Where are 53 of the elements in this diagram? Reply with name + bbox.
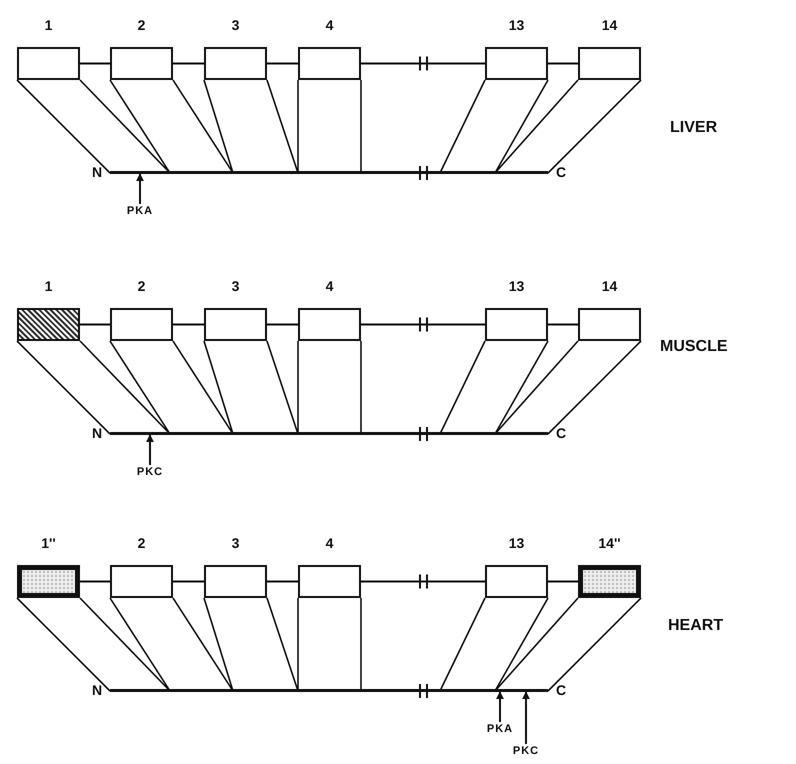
- site-arrow: [136, 173, 144, 204]
- intron-line: [267, 324, 298, 326]
- kinase-label: PKA: [486, 723, 514, 735]
- intron-line: [80, 580, 110, 582]
- exon-number: 14'': [597, 535, 622, 551]
- exon-number: 4: [324, 17, 334, 33]
- exon-number: 4: [324, 278, 334, 294]
- terminus-label: N: [92, 425, 102, 441]
- exon-number: 3: [230, 17, 240, 33]
- exon-number: 2: [136, 278, 146, 294]
- intron-line: [361, 580, 485, 582]
- exon-number: 13: [508, 535, 526, 551]
- tissue-label: LIVER: [670, 119, 718, 137]
- intron-line: [267, 580, 298, 582]
- exon-number: 1'': [40, 535, 57, 551]
- site-arrow: [496, 691, 504, 722]
- kinase-label: PKC: [512, 745, 540, 757]
- site-arrow: [522, 691, 530, 744]
- terminus-label: N: [92, 682, 102, 698]
- terminus-label: C: [556, 682, 566, 698]
- intron-line: [173, 324, 204, 326]
- exon-number: 3: [230, 278, 240, 294]
- exon-number: 1: [44, 278, 54, 294]
- exon-number: 14: [600, 278, 618, 294]
- exon-number: 2: [136, 17, 146, 33]
- terminus-label: C: [556, 425, 566, 441]
- exon-number: 13: [508, 17, 526, 33]
- exon-number: 2: [136, 535, 146, 551]
- intron-line: [361, 62, 485, 64]
- intron-line: [361, 324, 485, 326]
- intron-line: [548, 324, 578, 326]
- intron-line: [267, 62, 298, 64]
- protein-bar: [110, 689, 548, 692]
- kinase-label: PKC: [136, 466, 164, 478]
- tissue-label: MUSCLE: [660, 338, 728, 356]
- exon-number: 14: [600, 17, 618, 33]
- protein-bar: [110, 171, 548, 174]
- exon-number: 1: [44, 17, 54, 33]
- protein-bar: [110, 432, 548, 435]
- intron-line: [548, 580, 578, 582]
- exon-number: 4: [324, 535, 334, 551]
- kinase-label: PKA: [126, 205, 154, 217]
- terminus-label: C: [556, 164, 566, 180]
- intron-line: [80, 324, 110, 326]
- exon-number: 13: [508, 278, 526, 294]
- tissue-label: HEART: [668, 617, 724, 635]
- exon-number: 3: [230, 535, 240, 551]
- intron-line: [548, 62, 578, 64]
- intron-line: [80, 62, 110, 64]
- terminus-label: N: [92, 164, 102, 180]
- site-arrow: [146, 434, 154, 465]
- intron-line: [173, 62, 204, 64]
- intron-line: [173, 580, 204, 582]
